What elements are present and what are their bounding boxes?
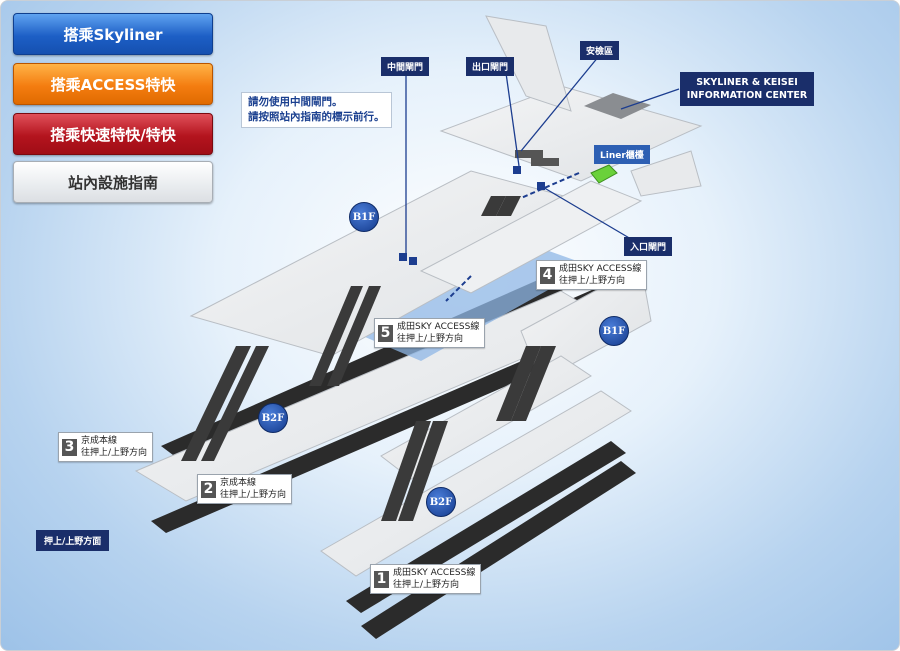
entrance-gate-label: 入口閘門: [624, 237, 673, 256]
platform-3-label[interactable]: 3 京成本線往押上/上野方向: [58, 432, 154, 462]
platform-4-label[interactable]: 4 成田SKY ACCESS線往押上/上野方向: [536, 260, 648, 290]
info-center-line2: INFORMATION CENTER: [686, 90, 808, 101]
platform-line: 成田SKY ACCESS線: [393, 568, 476, 578]
floor-b1f-right: B1F: [599, 316, 629, 346]
leader-lines: [405, 55, 680, 253]
floor-b2f-left: B2F: [258, 403, 288, 433]
platform-line: 京成本線: [220, 478, 257, 488]
platform-number: 4: [540, 266, 555, 284]
platform-line: 京成本線: [81, 436, 118, 446]
rapid-express-button[interactable]: 搭乘快速特快/特快: [13, 113, 213, 155]
middle-gate-label: 中間閘門: [381, 57, 430, 76]
platform-5-label[interactable]: 5 成田SKY ACCESS線往押上/上野方向: [374, 318, 486, 348]
platform-direction: 往押上/上野方向: [559, 276, 626, 286]
platform-direction: 往押上/上野方向: [81, 448, 148, 458]
oshiage-ueno-direction-label: 押上/上野方面: [36, 530, 110, 551]
info-center-block: [584, 93, 651, 119]
liner-counter-label: Liner櫃檯: [594, 145, 650, 164]
upper-wing: [630, 150, 702, 197]
liner-counter-block: [590, 164, 618, 184]
walk-arrow: [520, 172, 580, 199]
floor-b1f-left: B1F: [349, 202, 379, 232]
platform-line: 成田SKY ACCESS線: [397, 322, 480, 332]
platform-direction: 往押上/上野方向: [397, 334, 464, 344]
platform-1-label[interactable]: 1 成田SKY ACCESS線往押上/上野方向: [370, 564, 482, 594]
platform-number: 5: [378, 324, 393, 342]
information-center-label: SKYLINER & KEISEI INFORMATION CENTER: [680, 72, 814, 106]
escalator-set: [181, 196, 556, 521]
station-guide-button[interactable]: 站內設施指南: [13, 161, 213, 203]
platform-2-label[interactable]: 2 京成本線往押上/上野方向: [197, 474, 293, 504]
platform-number: 1: [374, 570, 389, 588]
security-area-label: 安檢區: [580, 41, 620, 60]
concourse-b1f-bridge: [419, 180, 643, 294]
platform-line: 成田SKY ACCESS線: [559, 264, 642, 274]
gate-notice-line1: 請勿使用中間閘門。: [248, 96, 343, 108]
exit-gate-label: 出口閘門: [466, 57, 515, 76]
access-express-button[interactable]: 搭乘ACCESS特快: [13, 63, 213, 105]
platform-number: 3: [62, 438, 77, 456]
platform-direction: 往押上/上野方向: [393, 580, 460, 590]
platform-b2f-right: [320, 390, 632, 577]
platform-direction: 往押上/上野方向: [220, 490, 287, 500]
skyliner-button[interactable]: 搭乘Skyliner: [13, 13, 213, 55]
info-center-line1: SKYLINER & KEISEI: [696, 77, 798, 88]
gate-notice-line2: 請按照站內指南的標示前行。: [248, 111, 385, 123]
floor-b2f-right: B2F: [426, 487, 456, 517]
walk-arrow-lower: [445, 275, 472, 302]
gate-notice: 請勿使用中間閘門。 請按照站內指南的標示前行。: [241, 92, 392, 128]
platform-number: 2: [201, 480, 216, 498]
